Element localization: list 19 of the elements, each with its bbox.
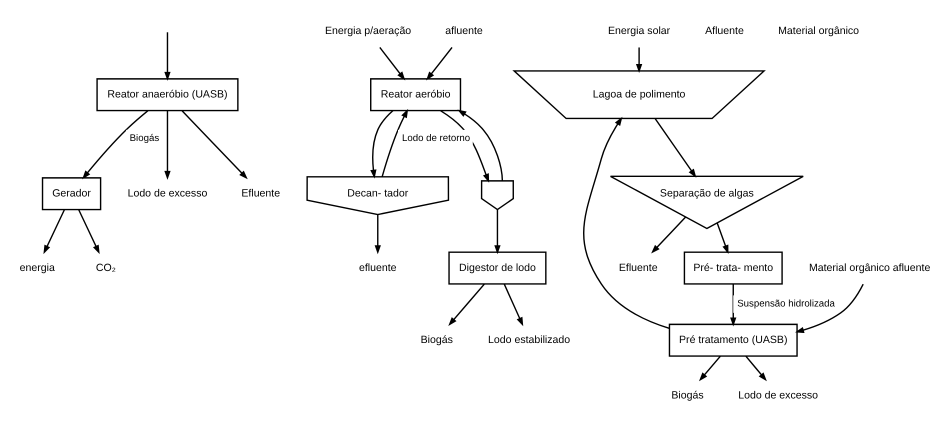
node-text: efluente [358,262,397,274]
node-text: Energia p/aeração [324,25,412,38]
node-text: Efluente [241,187,280,200]
node-text: Material orgânico afluente [808,262,930,274]
node-text: afluente [445,25,483,38]
node-text: Biogás [420,334,453,346]
edge-label: Suspensão hidrolizada [737,298,835,310]
label: Material orgânico [778,25,860,38]
node-text: Efluente [618,262,658,274]
node-text: energia [20,262,55,274]
node-text: CO₂ [96,262,116,274]
node-text: Biogás [671,389,704,402]
label: Afluente [705,25,744,38]
edge-label: Biogás [130,133,160,144]
node-text: Lodo de excesso [738,389,818,402]
node-text: Lodo de excesso [128,187,208,200]
node-text: Energia solar [608,25,670,38]
node-text: Lodo estabilizado [488,334,570,346]
edge-label: Lodo de retorno [402,133,470,144]
